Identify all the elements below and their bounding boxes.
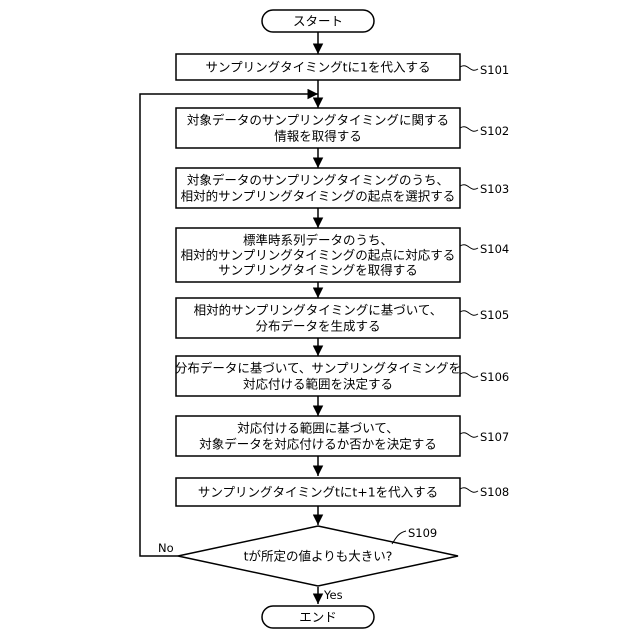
step-text-line: 分布データを生成する [255, 319, 380, 334]
step-text-line: 相対的サンプリングタイミングの起点に対応する [181, 248, 456, 263]
end-label: エンド [299, 610, 337, 625]
yes-branch-label: Yes [323, 588, 343, 602]
step-text-line: 対象データを対応付けるか否かを決定する [199, 437, 437, 452]
step-id: S106 [480, 370, 509, 384]
step-id-leader [460, 433, 478, 437]
step-id-leader [460, 245, 478, 249]
end-terminal: エンド [262, 606, 374, 628]
step-text-line: 対応付ける範囲に基づいて、 [237, 421, 399, 436]
step-text-line: 相対的サンプリングタイミングに基づいて、 [194, 303, 443, 318]
step-text-line: 標準時系列データのうち、 [243, 233, 393, 248]
step-id-leader [460, 127, 478, 131]
step-id: S108 [480, 485, 509, 499]
step-text-line: 対応付ける範囲を決定する [243, 377, 393, 392]
step-id-leader [460, 488, 478, 492]
step-text-line: 対象データのサンプリングタイミングに関する [187, 113, 449, 128]
step-s108: サンプリングタイミングtにt+1を代入する S108 [176, 478, 509, 506]
step-s103: 対象データのサンプリングタイミングのうち、 相対的サンプリングタイミングの起点を… [176, 168, 509, 208]
start-label: スタート [293, 14, 343, 29]
step-text-line: サンプリングタイミングtに1を代入する [206, 60, 431, 75]
step-s106: 分布データに基づいて、サンプリングタイミングを 対応付ける範囲を決定する S10… [175, 356, 509, 396]
step-id-leader [460, 66, 478, 70]
step-s107: 対応付ける範囲に基づいて、 対象データを対応付けるか否かを決定する S107 [176, 416, 509, 456]
step-s101: サンプリングタイミングtに1を代入する S101 [176, 54, 509, 80]
step-id: S105 [480, 308, 509, 322]
step-text-line: 対象データのサンプリングタイミングのうち、 [187, 173, 449, 188]
step-s102: 対象データのサンプリングタイミングに関する 情報を取得する S102 [176, 108, 509, 148]
decision-s109: tが所定の値よりも大きい? S109 No Yes [158, 526, 458, 602]
step-id-leader [460, 373, 478, 377]
step-id: S103 [480, 182, 509, 196]
step-id: S101 [480, 63, 509, 77]
step-id: S107 [480, 430, 509, 444]
decision-id: S109 [408, 526, 437, 540]
step-id: S102 [480, 124, 509, 138]
step-s105: 相対的サンプリングタイミングに基づいて、 分布データを生成する S105 [176, 298, 509, 338]
step-text-line: 相対的サンプリングタイミングの起点を選択する [181, 189, 456, 204]
step-text-line: 情報を取得する [274, 129, 362, 144]
decision-text: tが所定の値よりも大きい? [244, 549, 393, 564]
step-id: S104 [480, 242, 509, 256]
step-id-leader [460, 185, 478, 189]
step-text-line: 分布データに基づいて、サンプリングタイミングを [175, 361, 461, 376]
no-branch-label: No [158, 541, 174, 555]
start-terminal: スタート [262, 10, 374, 32]
step-id-leader [460, 311, 478, 315]
step-text-line: サンプリングタイミングを取得する [218, 263, 418, 278]
step-s104: 標準時系列データのうち、 相対的サンプリングタイミングの起点に対応する サンプリ… [176, 228, 509, 282]
step-text-line: サンプリングタイミングtにt+1を代入する [198, 485, 438, 500]
